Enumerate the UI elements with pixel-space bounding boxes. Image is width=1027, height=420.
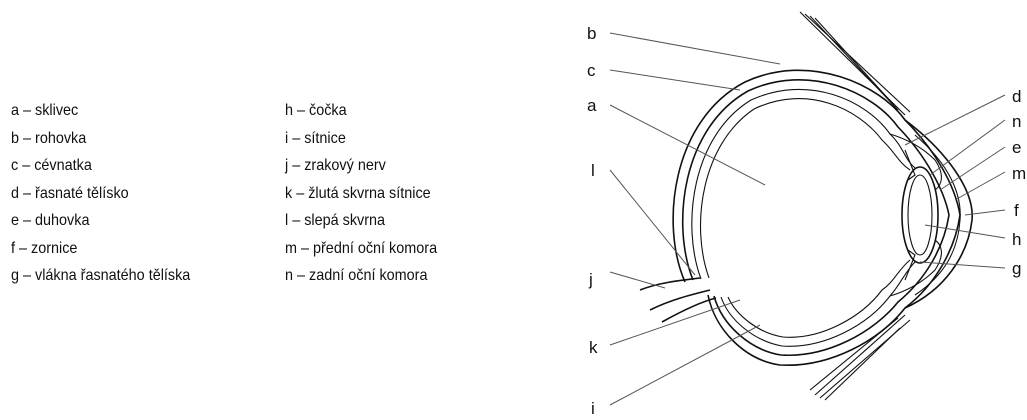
legend-item-b: b – rohovka <box>11 125 190 153</box>
diagram-label-a: a <box>587 96 597 115</box>
legend-item-g: g – vlákna řasnatého tělíska <box>11 262 190 290</box>
legend-right-column: h – čočka i – sítnice j – zrakový nerv k… <box>285 97 437 290</box>
leader-c <box>610 70 740 90</box>
leader-g <box>920 262 1005 268</box>
legend-item-c: c – cévnatka <box>11 152 190 180</box>
diagram-label-m: m <box>1012 164 1026 183</box>
diagram-label-h: h <box>1012 230 1021 249</box>
leader-f <box>965 210 1005 215</box>
diagram-label-j: j <box>588 270 593 289</box>
lens-inner <box>908 175 932 255</box>
legend-item-h: h – čočka <box>285 97 437 125</box>
legend-item-m: m – přední oční komora <box>285 235 437 263</box>
legend-item-n: n – zadní oční komora <box>285 262 437 290</box>
legend-item-i: i – sítnice <box>285 125 437 153</box>
legend-item-a: a – sklivec <box>11 97 190 125</box>
eye-middle-layer-cevnatka <box>692 89 915 346</box>
eye-outer-layer-rohovka <box>673 70 960 365</box>
legend-item-e: e – duhovka <box>11 207 190 235</box>
diagram-label-d: d <box>1012 87 1021 106</box>
diagram-label-i: i <box>591 399 595 418</box>
optic-nerve <box>640 278 716 322</box>
diagram-label-c: c <box>587 61 596 80</box>
eye-muscle-bottom <box>810 315 910 400</box>
legend-left-column: a – sklivec b – rohovka c – cévnatka d –… <box>11 97 190 290</box>
eye-muscle-top <box>800 12 910 115</box>
leader-b <box>610 33 780 64</box>
legend-item-f: f – zornice <box>11 235 190 263</box>
leader-k <box>610 300 740 345</box>
diagram-label-l: l <box>591 161 595 180</box>
leader-n <box>930 120 1005 175</box>
legend-item-l: l – slepá skvrna <box>285 207 437 235</box>
leader-d <box>905 95 1005 145</box>
diagram-label-k: k <box>589 338 598 357</box>
diagram-label-e: e <box>1012 138 1021 157</box>
legend-item-k: k – žlutá skvrna sítnice <box>285 180 437 208</box>
leader-a <box>610 105 765 185</box>
eye-cross-section-diagram: b c a l j k i d n e m f h g <box>560 0 1027 420</box>
diagram-label-g: g <box>1012 259 1021 278</box>
diagram-label-n: n <box>1012 112 1021 131</box>
leader-j <box>610 272 665 288</box>
leader-e <box>940 147 1005 190</box>
lens <box>902 167 938 263</box>
diagram-label-f: f <box>1014 201 1019 220</box>
diagram-label-b: b <box>587 24 596 43</box>
leader-m <box>955 172 1005 200</box>
legend-item-d: d – řasnaté tělísko <box>11 180 190 208</box>
legend-item-j: j – zrakový nerv <box>285 152 437 180</box>
